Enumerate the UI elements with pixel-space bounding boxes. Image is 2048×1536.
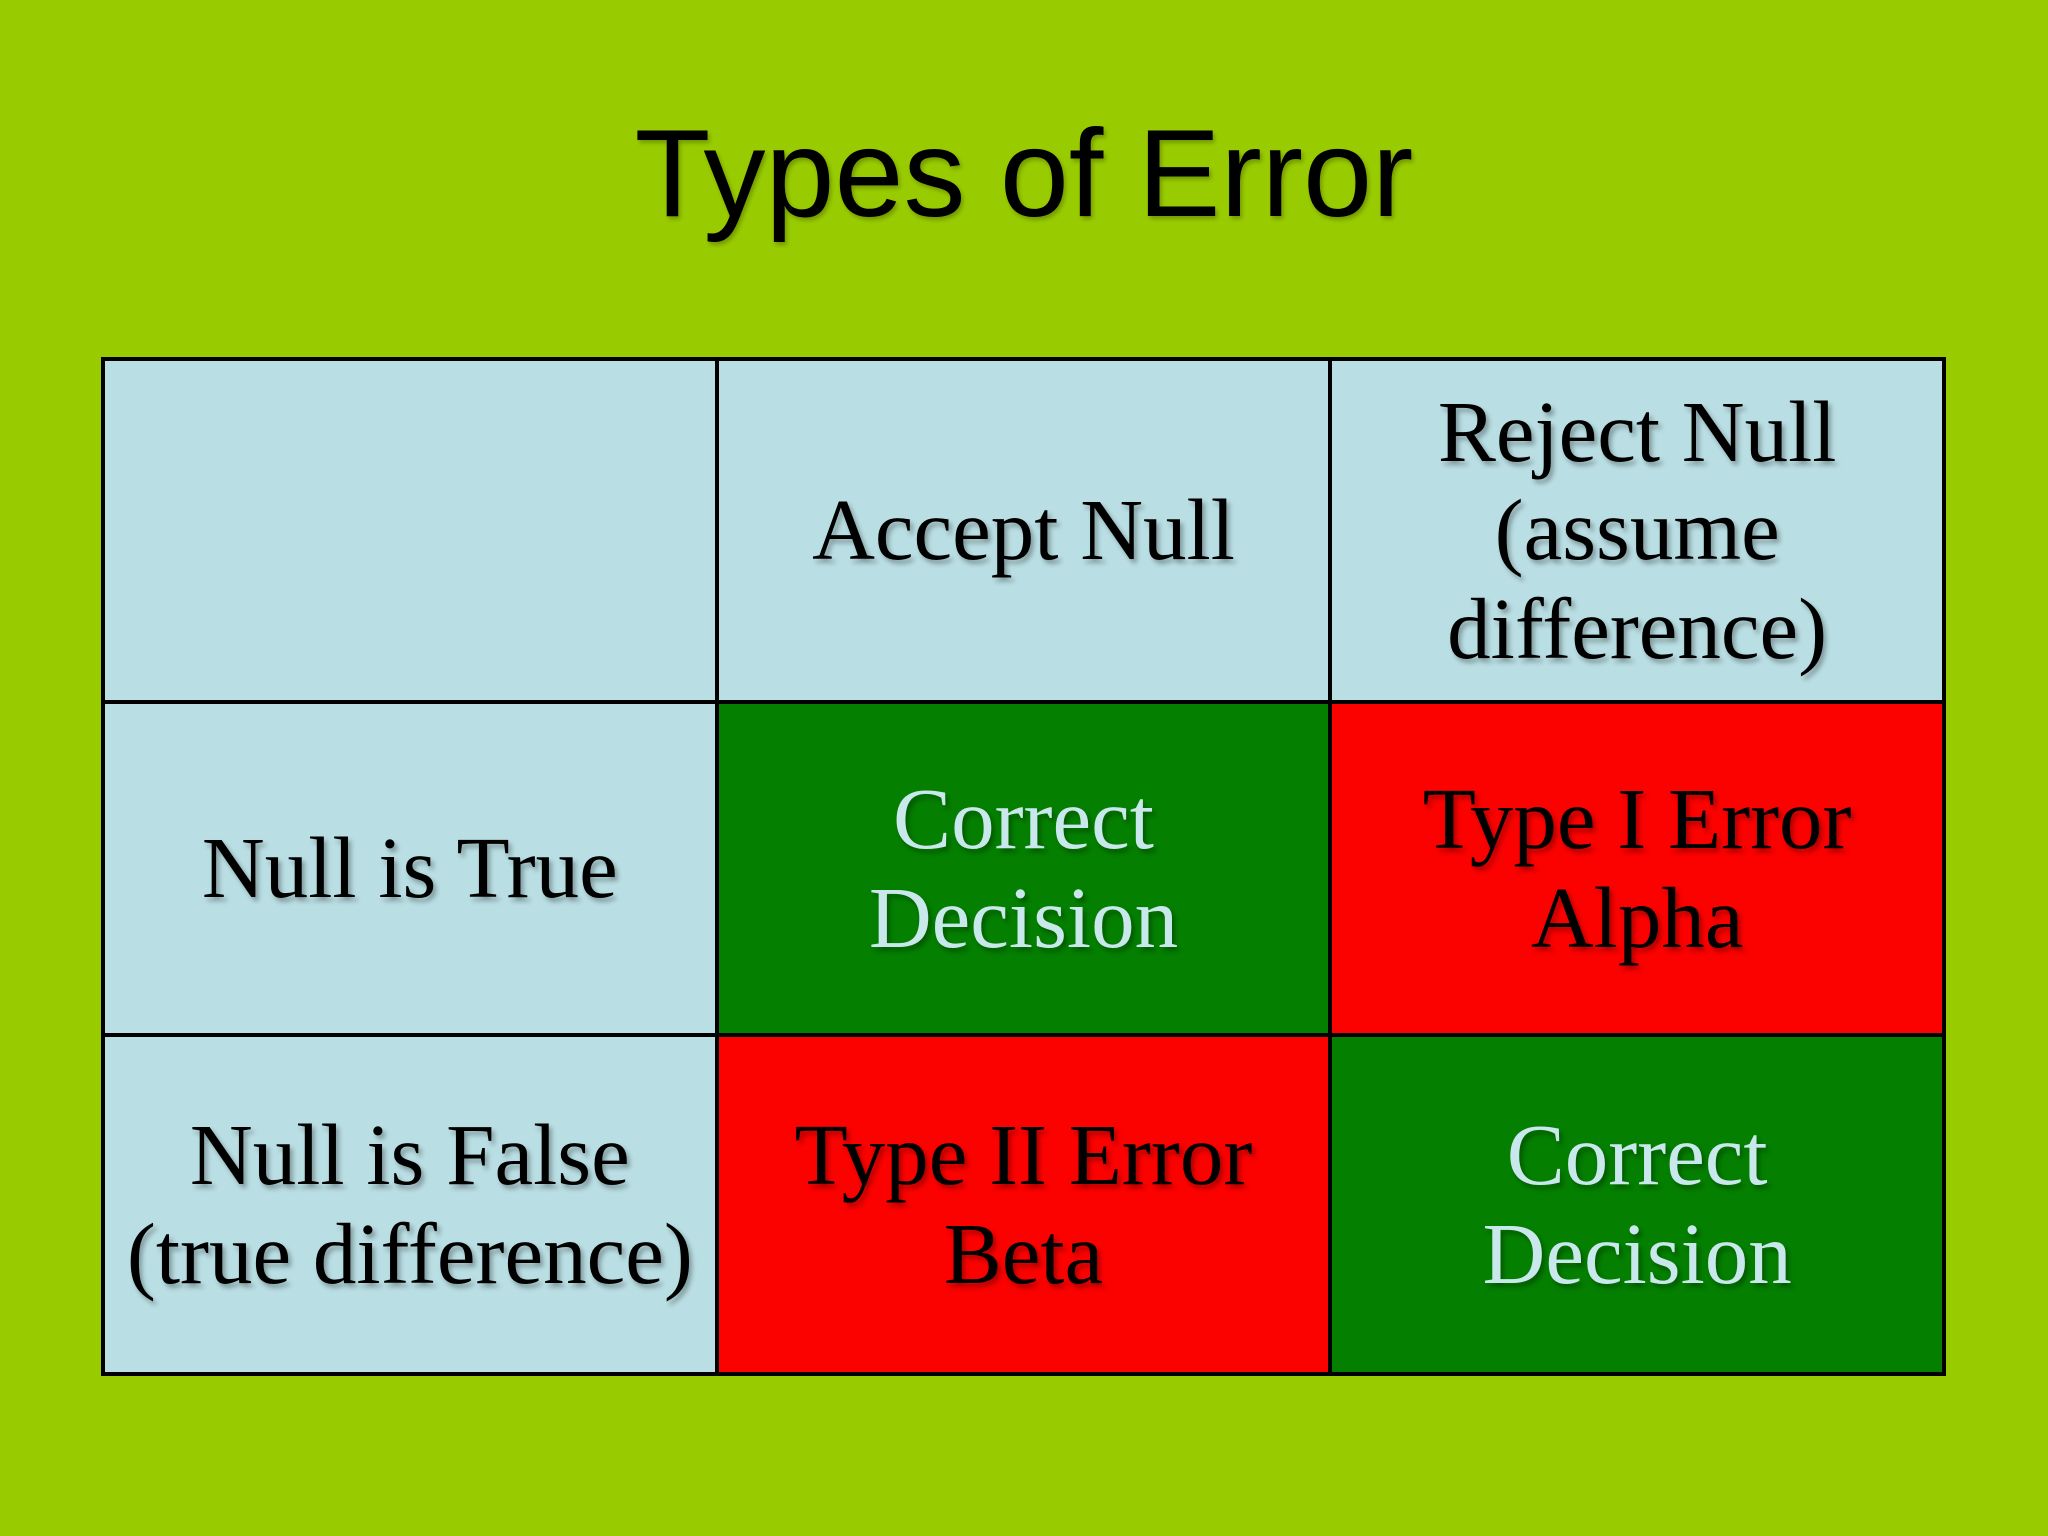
error-types-table: Accept Null Reject Null (assume differen… xyxy=(101,357,1946,1376)
cell-type-2-error-beta: Type II Error Beta xyxy=(714,1033,1333,1376)
cell-correct-decision-accept: Correct Decision xyxy=(714,700,1333,1037)
cell-type-1-error-alpha: Type I Error Alpha xyxy=(1328,700,1946,1037)
cell-correct-decision-reject: Correct Decision xyxy=(1328,1033,1946,1376)
cell-accept-null-header: Accept Null xyxy=(714,357,1333,704)
table-header-row: Accept Null Reject Null (assume differen… xyxy=(101,357,1946,704)
cell-reject-null-header: Reject Null (assume difference) xyxy=(1328,357,1946,704)
slide-title: Types of Error xyxy=(634,105,1414,243)
cell-null-is-true-label: Null is True xyxy=(101,700,719,1037)
table-row-null-true: Null is True Correct Decision Type I Err… xyxy=(101,700,1946,1037)
table-row-null-false: Null is False (true difference) Type II … xyxy=(101,1033,1946,1376)
cell-corner-empty xyxy=(101,357,719,704)
cell-null-is-false-label: Null is False (true difference) xyxy=(101,1033,719,1376)
